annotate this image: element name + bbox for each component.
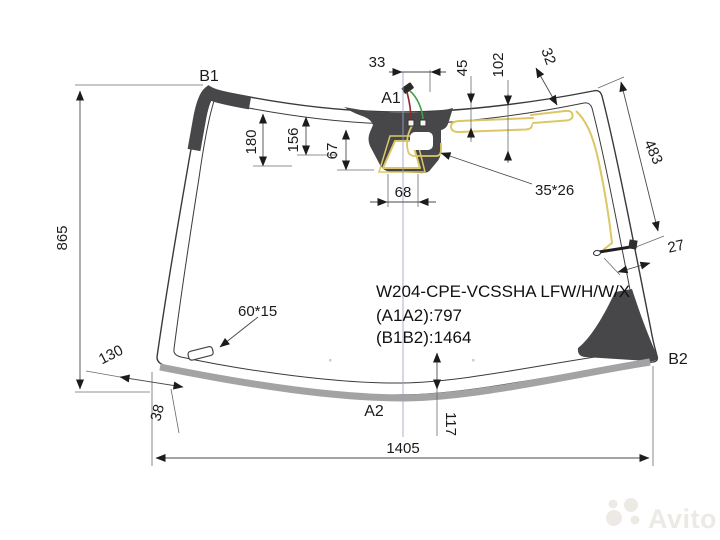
point-b1-label: B1 [199, 68, 219, 85]
dim-1405-label: 1405 [386, 440, 419, 457]
ext-27 [603, 257, 621, 276]
rain-sensor-window [410, 132, 433, 150]
dim-32-label: 32 [537, 46, 559, 67]
ref-mark-right [472, 359, 475, 362]
shade-patch-bottom-right [577, 289, 658, 362]
dim-67-label: 67 [324, 143, 341, 160]
antenna-loop-long [449, 117, 534, 134]
dim-865-label: 865 [54, 225, 71, 250]
dim-38-label: 38 [147, 403, 168, 424]
wire-green [409, 90, 424, 120]
part-code: W204-CPE-VCSSHA LFW/H/W/X [376, 282, 630, 301]
ext-483-top [597, 76, 625, 89]
dim-102-label: 102 [490, 52, 507, 77]
dim-156-label: 156 [285, 127, 302, 152]
dim-483 [619, 81, 660, 232]
sensor-wire-loop [406, 125, 442, 157]
dim-32 [535, 67, 558, 106]
part-a-span: (A1A2):797 [376, 306, 462, 325]
glass-outer-edge [156, 87, 659, 396]
avito-logo-icon [606, 498, 640, 526]
avito-watermark: Avito [606, 498, 717, 534]
dim-130 [119, 374, 184, 390]
antenna-side-wire [575, 110, 614, 251]
dim-180-label: 180 [243, 129, 260, 154]
dim-483-label: 483 [640, 137, 666, 167]
antenna-connector-base [628, 239, 638, 250]
ext-130-tail [85, 370, 121, 378]
mounting-pad [187, 346, 214, 361]
dim-27 [617, 261, 651, 274]
ref-mark-left [329, 359, 332, 362]
dim-pad-label: 60*15 [238, 303, 277, 320]
leader-sensor-window [440, 152, 533, 185]
ext-483-bottom [635, 235, 665, 248]
harness-plug [401, 82, 414, 94]
point-a1-label: A1 [381, 90, 401, 107]
point-a2-label: A2 [364, 403, 384, 420]
point-b2-label: B2 [668, 351, 688, 368]
wire-red [406, 91, 412, 120]
shade-band-top-left [187, 85, 252, 152]
antenna-loop-short [530, 109, 574, 124]
dim-130-label: 130 [96, 342, 126, 369]
dim-45-label: 45 [454, 60, 471, 77]
avito-watermark-text: Avito [648, 504, 717, 534]
wire-terminal-left [407, 119, 415, 127]
part-b-span: (B1B2):1464 [376, 328, 471, 347]
dim-33-label: 33 [369, 54, 386, 71]
dim-117-label: 117 [442, 412, 459, 436]
antenna-connector-tip [593, 249, 601, 257]
dim-68-label: 68 [395, 184, 412, 201]
leader-pad [219, 316, 259, 348]
dim-sensor-window-label: 35*26 [535, 182, 574, 199]
ext-38 [170, 388, 180, 434]
dim-27-label: 27 [666, 237, 686, 257]
ceramic-band-bottom [159, 358, 651, 402]
wire-terminal-right [419, 119, 427, 127]
